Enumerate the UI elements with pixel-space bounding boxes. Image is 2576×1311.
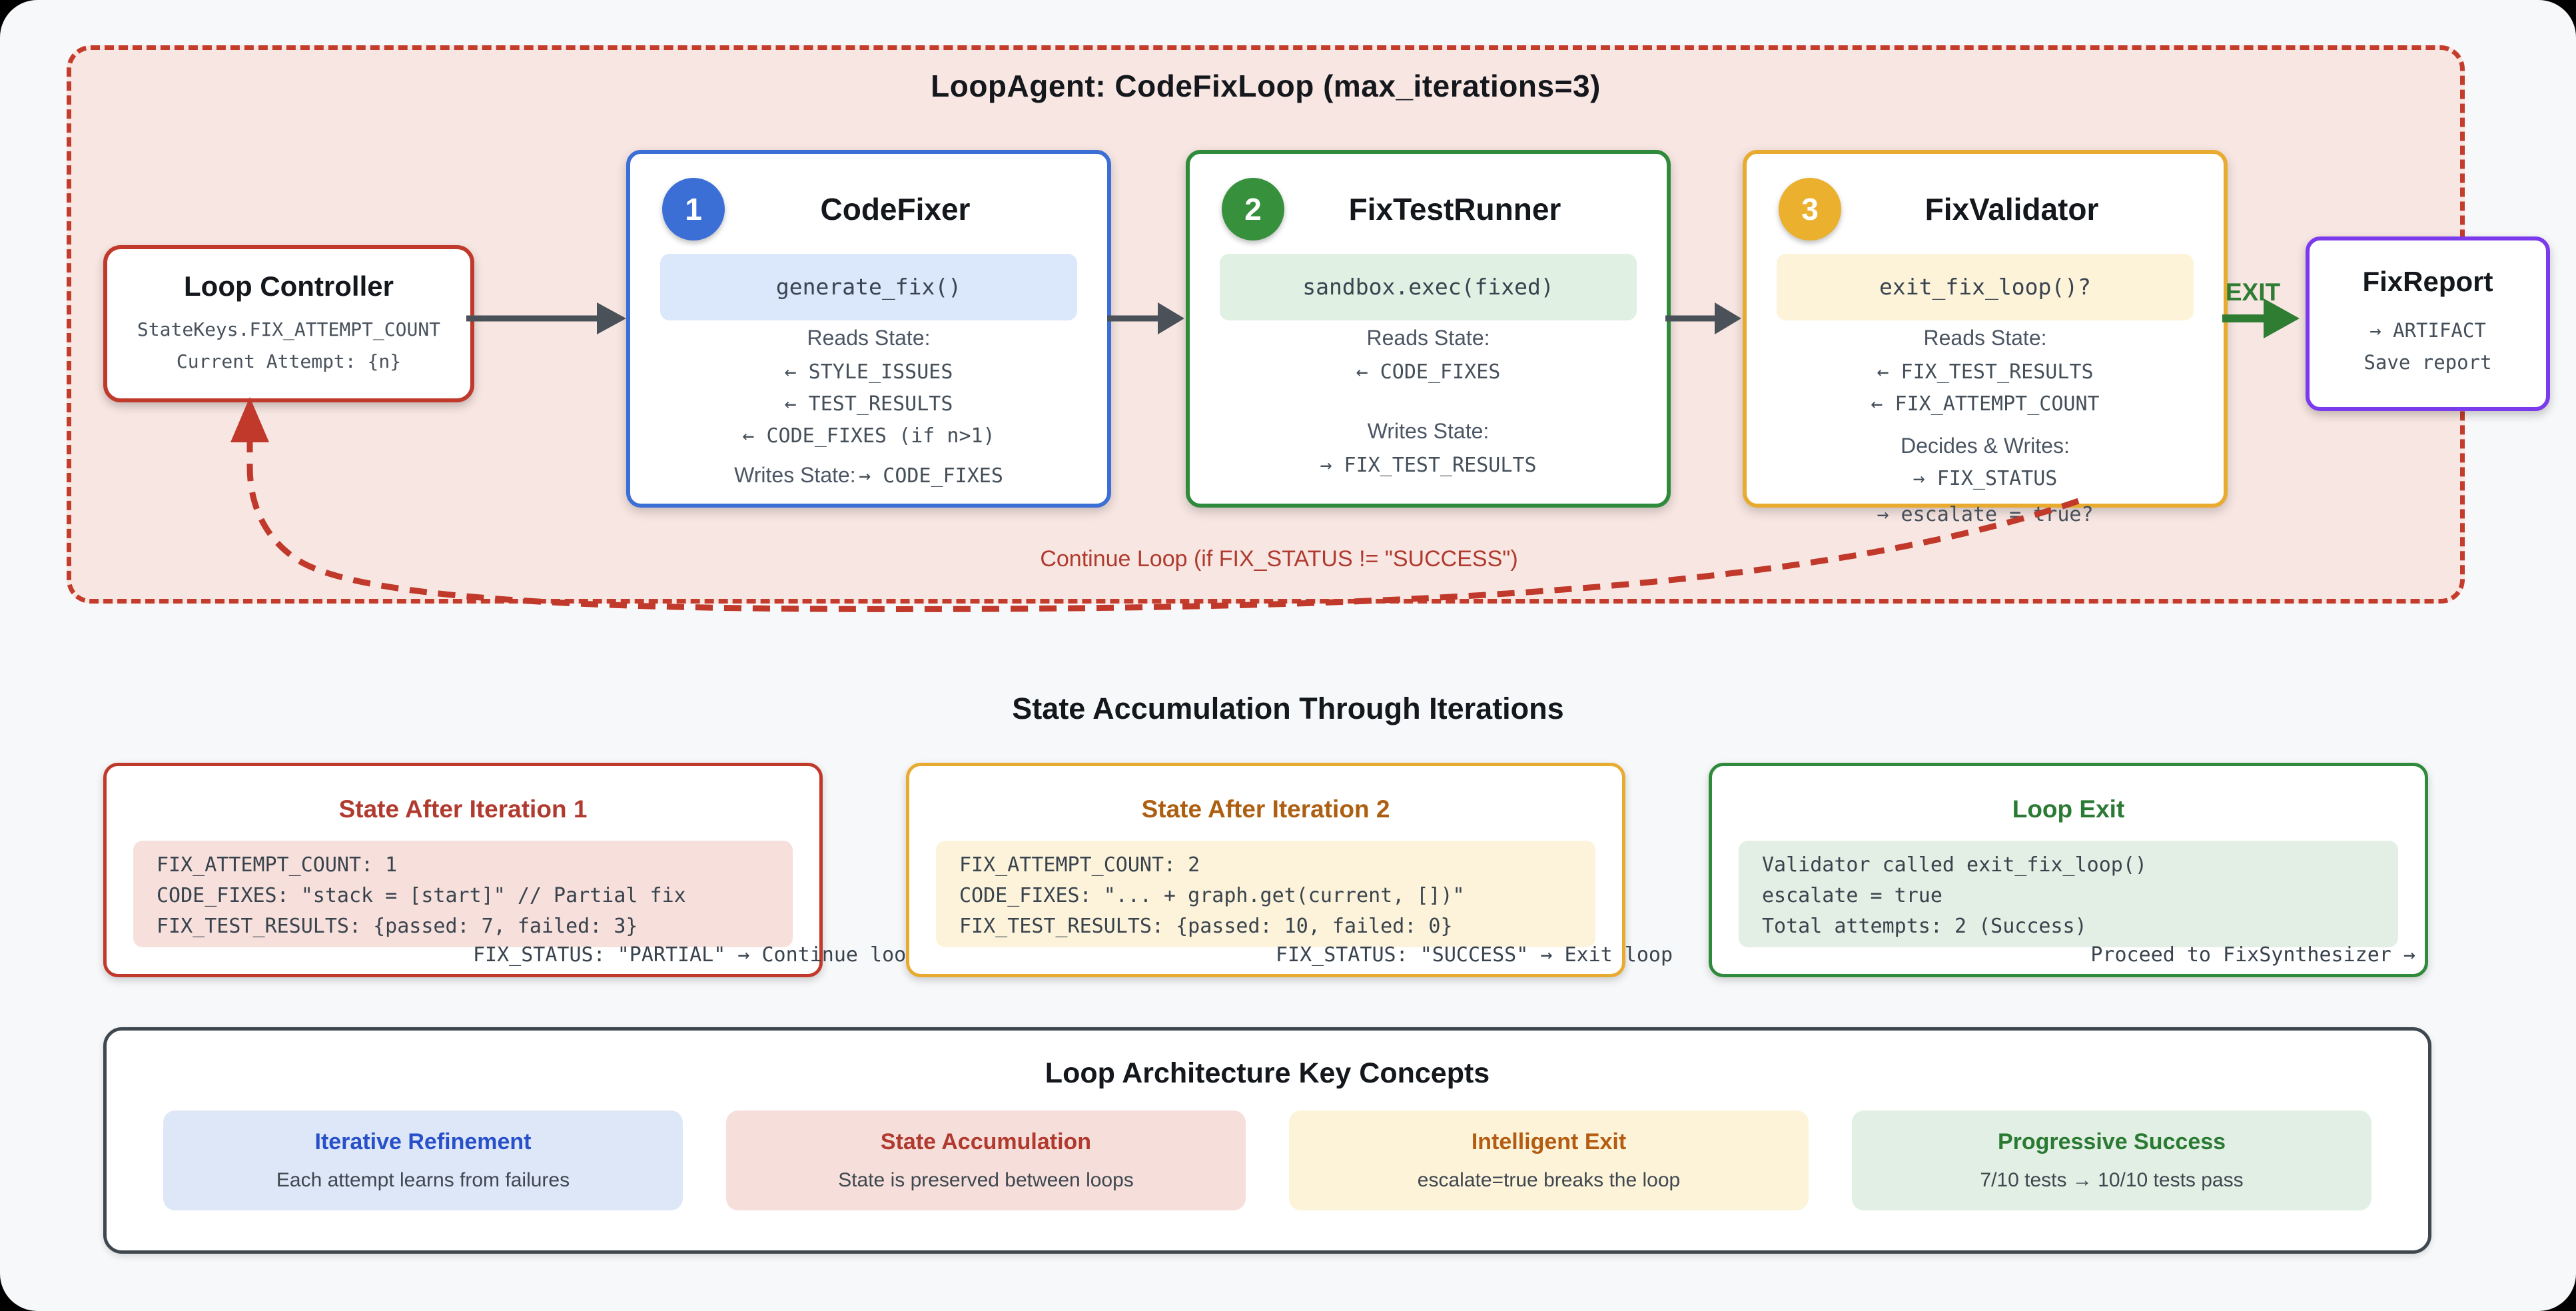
- state-iteration-2-status-line: FIX_STATUS: "SUCCESS" → Exit loop: [1276, 943, 1673, 967]
- loop-controller-title: Loop Controller: [184, 270, 394, 302]
- loop-controller-statekey: StateKeys.FIX_ATTEMPT_COUNT: [137, 318, 441, 340]
- step-3-badge: 3: [1779, 178, 1841, 240]
- fixtestrunner-code-pill: sandbox.exec(fixed): [1220, 254, 1637, 320]
- codefixer-code-pill: generate_fix(): [660, 254, 1077, 320]
- state-line: FIX_ATTEMPT_COUNT: 2: [959, 853, 1200, 877]
- concept-card-title: Iterative Refinement: [314, 1129, 532, 1154]
- states-section-heading: State Accumulation Through Iterations: [1012, 691, 1564, 725]
- concept-card-title: Progressive Success: [1997, 1129, 2226, 1154]
- fixvalidator-decides-heading: Decides & Writes:: [1901, 434, 2070, 458]
- fixvalidator-title: FixValidator: [1925, 192, 2099, 226]
- state-line: CODE_FIXES: "... + graph.get(current, []…: [959, 884, 1465, 907]
- continue-loop-label: Continue Loop (if FIX_STATUS != "SUCCESS…: [1040, 546, 1518, 572]
- codefixer-writes-line: Writes State: → CODE_FIXES: [630, 463, 1107, 488]
- fixvalidator-reads-heading: Reads State:: [1923, 326, 2047, 350]
- loop-agent-title: LoopAgent: CodeFixLoop (max_iterations=3…: [931, 69, 1601, 103]
- state-iteration-2-box: State After Iteration 2 FIX_ATTEMPT_COUN…: [906, 763, 1673, 977]
- codefixer-reads-heading: Reads State:: [807, 326, 931, 350]
- state-line: Validator called exit_fix_loop(): [1762, 853, 2147, 877]
- loop-exit-code: Validator called exit_fix_loop() escalat…: [1739, 841, 2398, 947]
- state-line: FIX_ATTEMPT_COUNT: 1: [157, 853, 398, 877]
- concept-card-desc: State is preserved between loops: [838, 1169, 1134, 1191]
- loop-exit-proceed-line: Proceed to FixSynthesizer →: [2090, 943, 2415, 967]
- fixreport-save-line: Save report: [2363, 351, 2492, 374]
- loop-controller-node: Loop Controller StateKeys.FIX_ATTEMPT_CO…: [103, 245, 474, 402]
- state-line: CODE_FIXES: "stack = [start]" // Partial…: [157, 884, 686, 907]
- concept-card-state-accumulation: State Accumulation State is preserved be…: [726, 1110, 1246, 1210]
- state-line: FIX_TEST_RESULTS: {passed: 7, failed: 3}: [157, 915, 638, 938]
- fixreport-title: FixReport: [2362, 266, 2493, 297]
- state-line: FIX_TEST_RESULTS: {passed: 10, failed: 0…: [959, 915, 1453, 938]
- loop-controller-attempt: Current Attempt: {n}: [176, 350, 402, 372]
- concept-card-desc: Each attempt learns from failures: [276, 1169, 570, 1191]
- concept-card-intelligent-exit: Intelligent Exit escalate=true breaks th…: [1289, 1110, 1809, 1210]
- codefixer-node: 1 CodeFixer generate_fix() Reads State: …: [626, 150, 1111, 508]
- codefixer-read-1: ← STYLE_ISSUES: [784, 360, 953, 384]
- codefixer-writes-label: Writes State:: [734, 463, 856, 487]
- state-iteration-1-status-line: FIX_STATUS: "PARTIAL" → Continue loop: [473, 943, 919, 967]
- fixvalidator-read-1: ← FIX_TEST_RESULTS: [1877, 360, 2094, 384]
- state-iteration-2-code: FIX_ATTEMPT_COUNT: 2 CODE_FIXES: "... + …: [936, 841, 1595, 947]
- fixtestrunner-title: FixTestRunner: [1348, 192, 1561, 226]
- concept-card-progressive-success: Progressive Success 7/10 tests → 10/10 t…: [1852, 1110, 2371, 1210]
- fixtestrunner-writes-heading: Writes State:: [1367, 419, 1490, 443]
- state-line: Total attempts: 2 (Success): [1762, 915, 2087, 938]
- fixreport-node: FixReport → ARTIFACT Save report: [2306, 236, 2550, 411]
- fixreport-artifact-line: → ARTIFACT: [2369, 319, 2486, 342]
- step-2-badge: 2: [1222, 178, 1284, 240]
- concept-card-desc: escalate=true breaks the loop: [1417, 1169, 1681, 1191]
- codefixer-writes-value: → CODE_FIXES: [859, 464, 1003, 488]
- state-iteration-1-title: State After Iteration 1: [338, 795, 588, 823]
- fixvalidator-code-pill: exit_fix_loop()?: [1777, 254, 2194, 320]
- key-concepts-title: Loop Architecture Key Concepts: [1045, 1057, 1490, 1089]
- fixvalidator-write-2: → escalate = true?: [1877, 503, 2094, 526]
- step-1-badge: 1: [662, 178, 725, 240]
- exit-label: EXIT: [2225, 278, 2281, 306]
- fixtestrunner-node: 2 FixTestRunner sandbox.exec(fixed) Read…: [1186, 150, 1671, 508]
- fixtestrunner-reads-heading: Reads State:: [1366, 326, 1490, 350]
- fixvalidator-read-2: ← FIX_ATTEMPT_COUNT: [1871, 392, 2100, 416]
- concept-card-title: State Accumulation: [880, 1129, 1092, 1154]
- state-iteration-1-code: FIX_ATTEMPT_COUNT: 1 CODE_FIXES: "stack …: [133, 841, 793, 947]
- concept-card-title: Intelligent Exit: [1471, 1129, 1627, 1154]
- loop-exit-title: Loop Exit: [2012, 795, 2125, 823]
- codefixer-read-3: ← CODE_FIXES (if n>1): [742, 424, 995, 448]
- state-line: escalate = true: [1762, 884, 1942, 907]
- codefixer-read-2: ← TEST_RESULTS: [784, 392, 953, 416]
- fixvalidator-node: 3 FixValidator exit_fix_loop()? Reads St…: [1743, 150, 2228, 526]
- concept-card-iterative-refinement: Iterative Refinement Each attempt learns…: [163, 1110, 683, 1210]
- state-iteration-2-title: State After Iteration 2: [1141, 795, 1390, 823]
- fixvalidator-write-1: → FIX_STATUS: [1913, 467, 2058, 490]
- key-concepts-container: Loop Architecture Key Concepts Iterative…: [103, 1027, 2431, 1254]
- codefixer-title: CodeFixer: [820, 192, 971, 226]
- state-iteration-1-box: State After Iteration 1 FIX_ATTEMPT_COUN…: [103, 763, 918, 977]
- fixtestrunner-read-1: ← CODE_FIXES: [1356, 360, 1501, 384]
- loop-exit-box: Loop Exit Validator called exit_fix_loop…: [1709, 763, 2428, 977]
- fixtestrunner-write-1: → FIX_TEST_RESULTS: [1320, 454, 1537, 477]
- concept-card-desc: 7/10 tests → 10/10 tests pass: [1980, 1169, 2244, 1191]
